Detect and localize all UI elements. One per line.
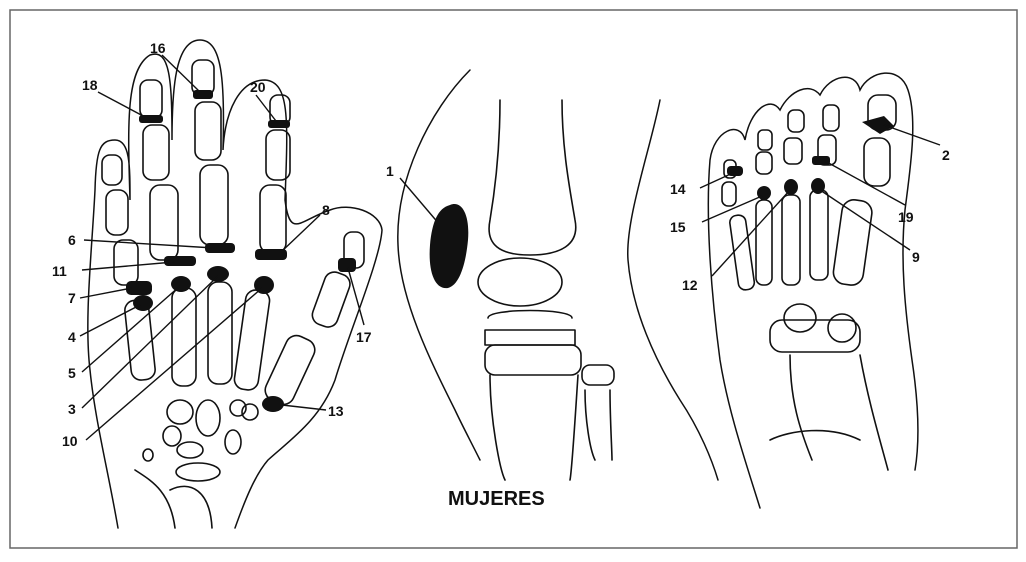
leader-7 [80,288,132,298]
leader-20 [256,95,276,121]
label-19: 19 [898,209,914,225]
leader-1 [400,178,440,225]
label-2: 2 [942,147,950,163]
leader-4 [80,305,140,336]
lesion-12 [784,179,798,195]
lesion-1 [430,204,469,288]
label-14: 14 [670,181,686,197]
label-11: 11 [52,263,67,279]
label-5: 5 [68,365,76,381]
foot-drawing: 2 14 19 15 9 12 [670,73,950,508]
label-1: 1 [386,163,394,179]
lesion-19 [812,156,830,165]
lesion-4 [133,295,153,311]
label-18: 18 [82,77,98,93]
leader-9 [820,190,910,250]
lesion-16 [193,90,213,99]
label-13: 13 [328,403,344,419]
lesion-11 [164,256,196,266]
leader-14 [700,172,735,188]
label-20: 20 [250,79,266,95]
lesion-17 [338,258,356,272]
label-7: 7 [68,290,76,306]
lesion-5 [171,276,191,292]
figure-frame [10,10,1017,548]
label-16: 16 [150,40,166,56]
label-12: 12 [682,277,698,293]
label-17: 17 [356,329,372,345]
label-8: 8 [322,202,330,218]
label-3: 3 [68,401,76,417]
leader-18 [98,92,145,117]
lesion-20 [268,120,290,128]
leader-10 [86,288,262,440]
leader-5 [82,286,180,372]
label-4: 4 [68,329,76,345]
lesion-13 [262,396,284,412]
lesion-3 [207,266,229,282]
knee-drawing: 1 [386,70,718,480]
figure-title: MUJERES [448,488,545,510]
leader-6 [84,240,214,248]
label-15: 15 [670,219,686,235]
leader-19 [825,161,905,205]
label-9: 9 [912,249,920,265]
hand-drawing: 16 18 20 8 6 11 7 4 5 3 10 17 13 [52,40,382,528]
label-6: 6 [68,232,76,248]
lesion-10 [254,276,274,294]
leader-3 [82,276,218,408]
leader-11 [82,262,174,270]
leader-13 [282,405,326,410]
lesion-2 [862,116,894,134]
label-10: 10 [62,433,78,449]
leader-16 [162,55,200,92]
